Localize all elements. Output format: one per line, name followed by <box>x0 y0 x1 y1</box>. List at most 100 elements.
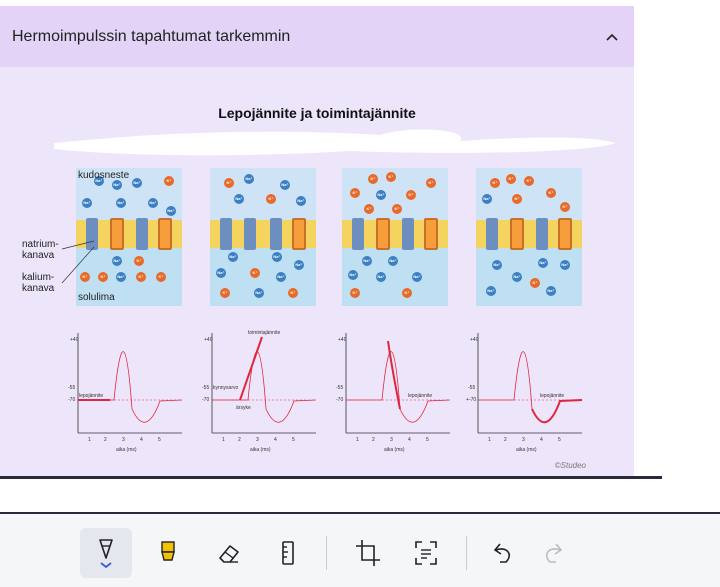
sodium-ion: Na⁺ <box>132 178 142 188</box>
potassium-ion: K⁺ <box>164 176 174 186</box>
annotation: lepojännite <box>79 393 103 399</box>
sodium-ion: Na⁺ <box>296 196 306 206</box>
accordion-header[interactable]: Hermoimpulssin tapahtumat tarkemmin <box>0 6 634 67</box>
x-tick-label: 3 <box>522 437 525 443</box>
ruler-tool-button[interactable] <box>262 528 314 578</box>
undo-icon <box>493 543 511 563</box>
sodium-ion: Na⁺ <box>482 194 492 204</box>
sodium-ion: Na⁺ <box>148 198 158 208</box>
annotation: lepojännite <box>540 393 564 399</box>
sodium-ion: Na⁺ <box>294 260 304 270</box>
sodium-ion: Na⁺ <box>538 258 548 268</box>
potassium-ion: K⁺ <box>350 188 360 198</box>
drawing-toolbar <box>0 514 720 587</box>
sodium-ion: Na⁺ <box>116 272 126 282</box>
figure-title: Lepojännite ja toimintajännite <box>218 105 416 121</box>
toolbar-separator <box>466 536 467 570</box>
text-recognition-tool-button[interactable] <box>400 528 452 578</box>
x-axis-label: aika (ms) <box>516 447 537 453</box>
sodium-ion: Na⁺ <box>254 288 264 298</box>
redo-button[interactable] <box>528 528 580 578</box>
y-tick-label: +40 <box>470 337 479 343</box>
accordion-card: Hermoimpulssin tapahtumat tarkemmin Lepo… <box>0 6 634 476</box>
x-tick-label: 1 <box>356 437 359 443</box>
label-sodium-line2: kanava <box>22 250 55 261</box>
sodium-ion: Na⁺ <box>276 272 286 282</box>
pen-tool-button[interactable] <box>80 528 132 578</box>
graph-2: +40 -55 -70 toimintajännite kynnysarvo ä… <box>200 329 318 455</box>
potassium-ion: K⁺ <box>560 202 570 212</box>
sodium-ion: Na⁺ <box>112 180 122 190</box>
sodium-ion: Na⁺ <box>228 252 238 262</box>
y-tick-label: -70 <box>202 397 209 403</box>
potassium-ion: K⁺ <box>364 204 374 214</box>
sodium-ion: Na⁺ <box>280 180 290 190</box>
y-tick-label: +40 <box>204 337 213 343</box>
sodium-ion: Na⁺ <box>234 194 244 204</box>
potassium-ion: K⁺ <box>80 272 90 282</box>
potassium-ion: K⁺ <box>524 176 534 186</box>
y-tick-label: -55 <box>68 385 75 391</box>
label-inside: solulima <box>78 292 115 303</box>
x-axis-label: aika (ms) <box>116 447 137 453</box>
sodium-ion: Na⁺ <box>512 272 522 282</box>
sodium-ion: Na⁺ <box>348 270 358 280</box>
annotation: kynnysarvo <box>213 385 239 391</box>
x-tick-label: 3 <box>122 437 125 443</box>
x-tick-label: 4 <box>540 437 543 443</box>
graph-1: +40 -55 -70 lepojännite 1 2 3 4 5 aika (… <box>66 329 184 455</box>
potassium-ion: K⁺ <box>512 194 522 204</box>
x-tick-label: 2 <box>238 437 241 443</box>
potassium-ion: K⁺ <box>98 272 108 282</box>
label-sodium-line1: natrium- <box>22 239 59 250</box>
sodium-ion: Na⁺ <box>362 256 372 266</box>
sodium-ion: Na⁺ <box>492 260 502 270</box>
crop-icon <box>356 540 380 566</box>
highlighter-tool-button[interactable] <box>142 528 194 578</box>
undo-button[interactable] <box>476 528 528 578</box>
x-tick-label: 5 <box>158 437 161 443</box>
x-tick-label: 4 <box>274 437 277 443</box>
crop-tool-button[interactable] <box>342 528 394 578</box>
sodium-ion: Na⁺ <box>388 256 398 266</box>
pen-icon <box>99 539 113 569</box>
potassium-ion: K⁺ <box>224 178 234 188</box>
right-margin <box>662 0 720 512</box>
y-tick-label: -55 <box>202 385 209 391</box>
x-tick-label: 3 <box>256 437 259 443</box>
x-tick-label: 2 <box>104 437 107 443</box>
label-pointer-lines <box>61 240 95 284</box>
y-tick-label: -55 <box>468 385 475 391</box>
potassium-ion: K⁺ <box>250 268 260 278</box>
x-tick-label: 1 <box>488 437 491 443</box>
x-tick-label: 4 <box>408 437 411 443</box>
y-tick-label: -70 <box>336 397 343 403</box>
cell-diagram-2: K⁺ Na⁺ Na⁺ Na⁺ K⁺ Na⁺ Na⁺ Na⁺ Na⁺ Na⁺ K⁺… <box>210 168 316 306</box>
x-tick-label: 5 <box>558 437 561 443</box>
sodium-ion: Na⁺ <box>272 252 282 262</box>
potassium-ion: K⁺ <box>134 256 144 266</box>
label-potassium-line2: kanava <box>22 283 55 294</box>
x-tick-label: 2 <box>504 437 507 443</box>
y-tick-label: -70 <box>68 397 75 403</box>
cell-diagram-3: K⁺ K⁺ K⁺ K⁺ Na⁺ K⁺ K⁺ K⁺ Na⁺ Na⁺ Na⁺ Na⁺… <box>342 168 448 306</box>
potassium-ion: K⁺ <box>392 204 402 214</box>
sodium-ion: Na⁺ <box>244 174 254 184</box>
x-axis-label: aika (ms) <box>384 447 405 453</box>
cell-diagram-1: Na⁺ Na⁺ Na⁺ K⁺ Na⁺ Na⁺ Na⁺ Na⁺ Na⁺ K⁺ K⁺… <box>76 168 182 306</box>
eraser-tool-button[interactable] <box>202 528 254 578</box>
sodium-ion: Na⁺ <box>166 206 176 216</box>
x-tick-label: 3 <box>390 437 393 443</box>
potassium-ion: K⁺ <box>288 288 298 298</box>
sodium-ion: Na⁺ <box>82 198 92 208</box>
toolbar-separator <box>326 536 327 570</box>
chevron-up-icon[interactable] <box>604 29 620 45</box>
potassium-ion: K⁺ <box>426 178 436 188</box>
x-tick-label: 5 <box>426 437 429 443</box>
graph-3: +40 -55 -70 lepojännite 1 2 3 4 5 aika (… <box>334 329 452 455</box>
x-tick-label: 4 <box>140 437 143 443</box>
sodium-ion: Na⁺ <box>216 268 226 278</box>
potassium-ion: K⁺ <box>136 272 146 282</box>
divider <box>0 476 662 479</box>
